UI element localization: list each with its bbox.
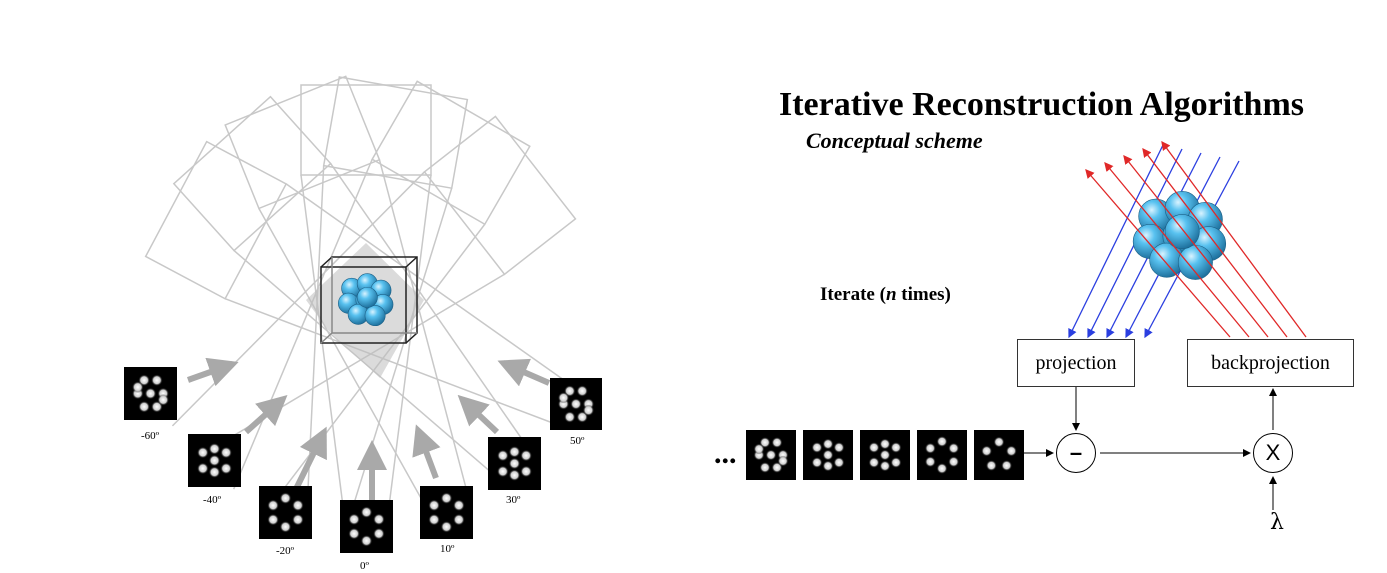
red-ray xyxy=(1085,169,1231,338)
projection-image-strip xyxy=(746,430,1024,480)
projection-frame xyxy=(224,75,472,522)
projection-box: projection xyxy=(1017,339,1135,387)
arrow xyxy=(497,358,551,387)
angle-label-30: 30º xyxy=(506,494,521,506)
arrow xyxy=(412,424,441,480)
page-subtitle: Conceptual scheme xyxy=(806,128,983,153)
tilt-thumbnail xyxy=(420,486,473,539)
strip-thumbnail xyxy=(917,430,967,480)
tilt-thumbnail xyxy=(259,486,312,539)
tilt-thumbnail xyxy=(124,367,177,420)
flow-arrows xyxy=(1020,387,1277,510)
sphere xyxy=(364,305,386,327)
ellipsis: ... xyxy=(714,437,737,470)
blue-ray xyxy=(1068,144,1164,339)
red-ray xyxy=(1123,154,1269,338)
multiply-operator: X xyxy=(1253,433,1293,473)
molecule-model-left xyxy=(338,273,394,327)
tilt-thumbnail xyxy=(340,500,393,553)
lambda-symbol: λ xyxy=(1270,510,1284,535)
tilt-thumbnail xyxy=(188,434,241,487)
angle-label-minus-20: -20º xyxy=(276,545,295,557)
angle-label-minus-60: -60º xyxy=(141,430,160,442)
strip-thumbnail xyxy=(746,430,796,480)
sphere xyxy=(356,286,378,308)
red-ray xyxy=(1142,147,1288,338)
iterate-label: Iterate (n times) xyxy=(820,284,951,305)
subtract-operator: – xyxy=(1056,433,1096,473)
tilt-thumbnail xyxy=(550,378,602,430)
sphere xyxy=(1177,244,1213,280)
arrow xyxy=(186,357,239,387)
arrow xyxy=(457,394,500,435)
angle-label-minus-40: -40º xyxy=(203,494,222,506)
red-ray xyxy=(1104,161,1250,338)
strip-thumbnail xyxy=(803,430,853,480)
angle-label-50: 50º xyxy=(570,435,585,447)
arrow xyxy=(293,426,327,491)
reconstruction-volume-box xyxy=(320,256,418,344)
angle-label-10: 10º xyxy=(440,543,455,555)
backprojection-rays xyxy=(1085,140,1307,338)
red-ray xyxy=(1161,140,1307,338)
strip-thumbnail xyxy=(974,430,1024,480)
projection-frame xyxy=(144,140,579,427)
molecule-model-right xyxy=(1132,191,1227,280)
tilt-series-images xyxy=(124,367,602,553)
backprojection-box: backprojection xyxy=(1187,339,1354,387)
tilt-thumbnail xyxy=(488,437,541,490)
page-title: Iterative Reconstruction Algorithms xyxy=(779,86,1305,123)
arrow xyxy=(244,395,288,435)
strip-thumbnail xyxy=(860,430,910,480)
angle-label-0: 0º xyxy=(360,560,369,572)
